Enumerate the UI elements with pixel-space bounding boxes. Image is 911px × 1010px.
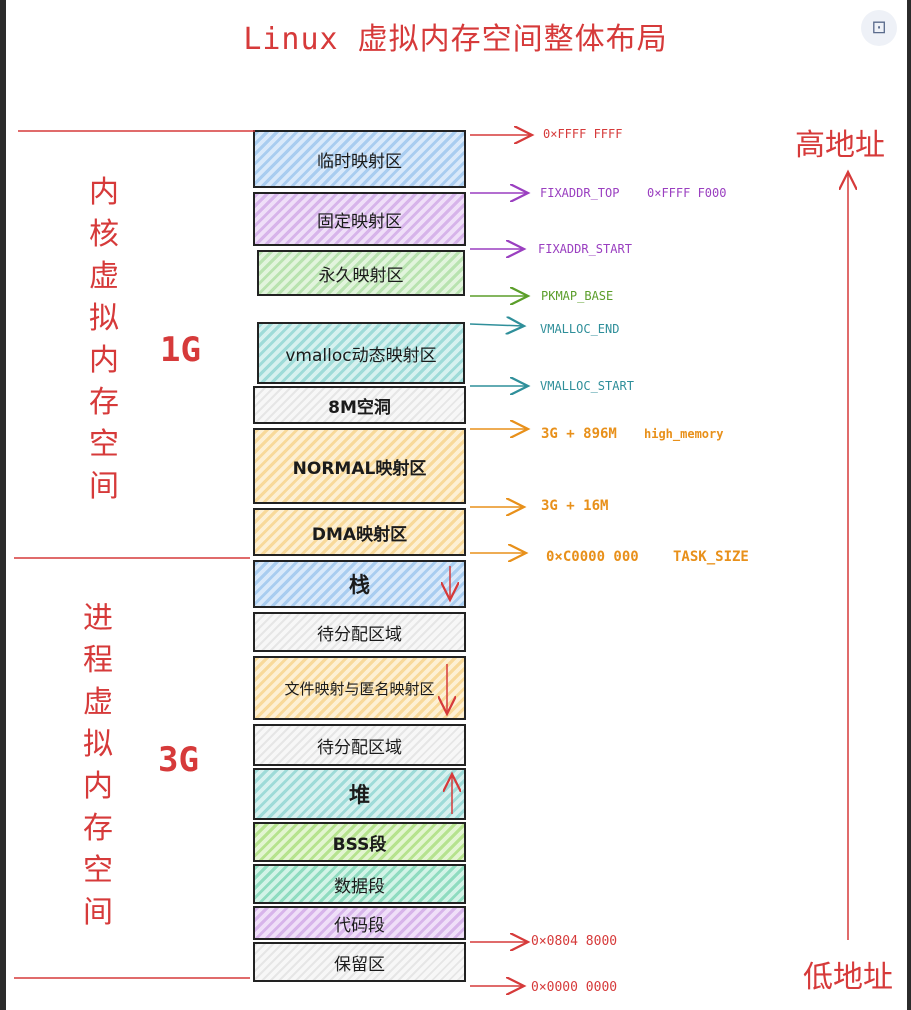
high-address-label: 高地址 (795, 128, 885, 163)
window-frame-left (0, 0, 6, 1010)
high-memory-label: high_memory (644, 427, 724, 441)
high-memory-value: 3G + 896M (541, 426, 617, 442)
vmalloc-end-arrow (469, 324, 524, 326)
data-segment-block: 数据段 (253, 864, 466, 904)
fixed-mapping-block: 固定映射区 (253, 192, 466, 246)
vmalloc-end-label: VMALLOC_END (540, 322, 620, 336)
vmalloc-block: vmalloc动态映射区 (257, 322, 465, 384)
screenshot-scan-icon[interactable]: ⊡ (861, 10, 897, 46)
vmalloc-start-label: VMALLOC_START (540, 379, 634, 393)
kernel-space-label: 内核 虚拟 内存 空间 (89, 175, 119, 504)
top-address: 0×FFFF FFFF (543, 127, 623, 141)
file-anon-mapping-block: 文件映射与匿名映射区 (253, 656, 466, 720)
unallocated-block-lower: 待分配区域 (253, 724, 466, 766)
window-frame-right (907, 0, 911, 1010)
low-address-label: 低地址 (803, 960, 893, 995)
fixaddr-start-label: FIXADDR_START (538, 242, 632, 256)
kernel-space-size: 1G (160, 330, 201, 370)
fixaddr-top-label: FIXADDR_TOP (540, 186, 620, 200)
reserved-block: 保留区 (253, 942, 466, 982)
8m-gap-block: 8M空洞 (253, 386, 466, 424)
permanent-mapping-block: 永久映射区 (257, 250, 465, 296)
fixaddr-top-value: 0×FFFF F000 (647, 186, 727, 200)
pkmap-base-label: PKMAP_BASE (541, 289, 614, 303)
bottom-address: 0×0000 0000 (531, 980, 618, 995)
diagram-title: Linux 虚拟内存空间整体布局 (243, 22, 668, 57)
normal-mapping-block: NORMAL映射区 (253, 428, 466, 504)
user-space-size: 3G (158, 740, 199, 780)
heap-block: 堆 (253, 768, 466, 820)
stack-block: 栈 (253, 560, 466, 608)
user-space-label: 进程 虚拟 内存 空间 (83, 601, 113, 930)
unallocated-block-upper: 待分配区域 (253, 612, 466, 652)
temporary-mapping-block: 临时映射区 (253, 130, 466, 188)
text-start-address: 0×0804 8000 (531, 934, 618, 949)
task-size-value: 0×C0000 000 (546, 549, 639, 565)
code-segment-block: 代码段 (253, 906, 466, 940)
dma-mapping-block: DMA映射区 (253, 508, 466, 556)
dma-top-value: 3G + 16M (541, 498, 609, 514)
task-size-label: TASK_SIZE (673, 549, 749, 565)
bss-segment-block: BSS段 (253, 822, 466, 862)
